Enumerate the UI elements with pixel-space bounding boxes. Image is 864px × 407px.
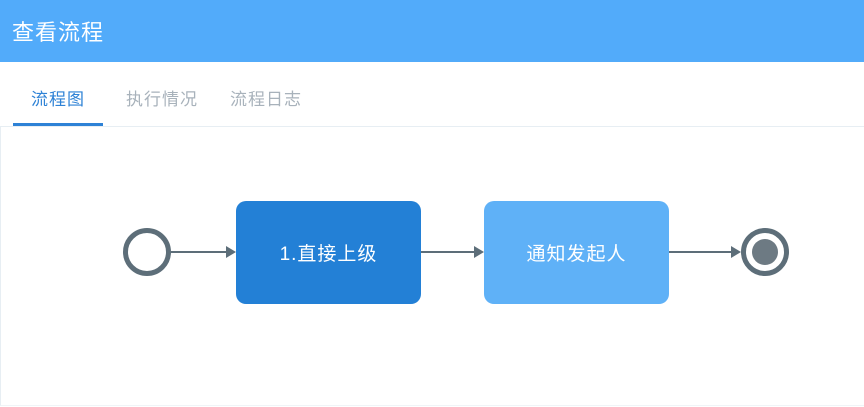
end-event-inner-dot [752,239,778,265]
task-node-label: 1.直接上级 [279,244,378,265]
arrow-head-icon [731,246,741,258]
tab-process-log[interactable]: 流程日志 [230,90,302,109]
flow-diagram-panel: 1.直接上级 通知发起人 [0,127,864,406]
connector-line [421,251,474,253]
start-event-circle [123,228,171,276]
page-title: 查看流程 [12,20,105,45]
task-node-notify-initiator[interactable]: 通知发起人 [484,201,669,304]
connector-line [171,251,226,253]
tab-bar: 流程图 执行情况 流程日志 [0,62,864,127]
task-node-direct-superior[interactable]: 1.直接上级 [236,201,421,304]
dialog-header: 查看流程 [0,0,864,62]
task-node-label: 通知发起人 [526,244,627,265]
connector-line [669,251,731,253]
arrow-head-icon [474,246,484,258]
tab-execution-status[interactable]: 执行情况 [126,90,198,109]
arrow-head-icon [226,246,236,258]
end-event-circle [741,228,789,276]
tab-flow-diagram[interactable]: 流程图 [13,62,103,126]
